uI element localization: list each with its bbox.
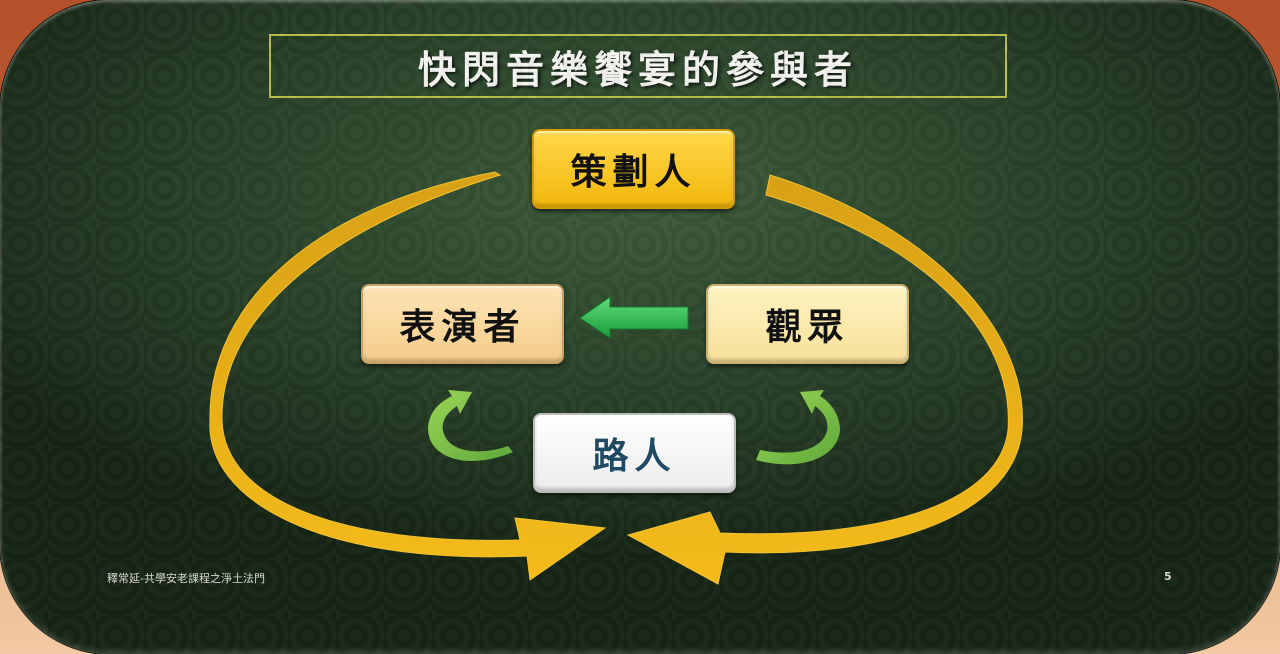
slide-page-number: 5 xyxy=(1164,570,1172,583)
node-performer-label: 表演者 xyxy=(399,307,526,348)
curved-arrow-up-icon xyxy=(756,390,840,465)
curved-arrow-up-icon xyxy=(428,390,513,461)
node-planner: 策劃人 xyxy=(532,129,735,209)
title-box: 快閃音樂饗宴的參與者 xyxy=(269,34,1007,98)
node-planner-label: 策劃人 xyxy=(570,152,697,193)
node-performer: 表演者 xyxy=(361,284,564,364)
node-audience-label: 觀眾 xyxy=(765,307,850,348)
slide-footer: 釋常延-共學安老課程之淨土法門 xyxy=(107,572,265,585)
curved-arrow-icon xyxy=(209,171,607,581)
node-passerby-label: 路人 xyxy=(592,436,677,477)
arrow-left-icon xyxy=(579,296,689,339)
curved-arrow-icon xyxy=(626,174,1023,585)
slide-title: 快閃音樂饗宴的參與者 xyxy=(417,47,858,92)
node-audience: 觀眾 xyxy=(706,284,909,364)
node-passerby: 路人 xyxy=(533,413,736,493)
